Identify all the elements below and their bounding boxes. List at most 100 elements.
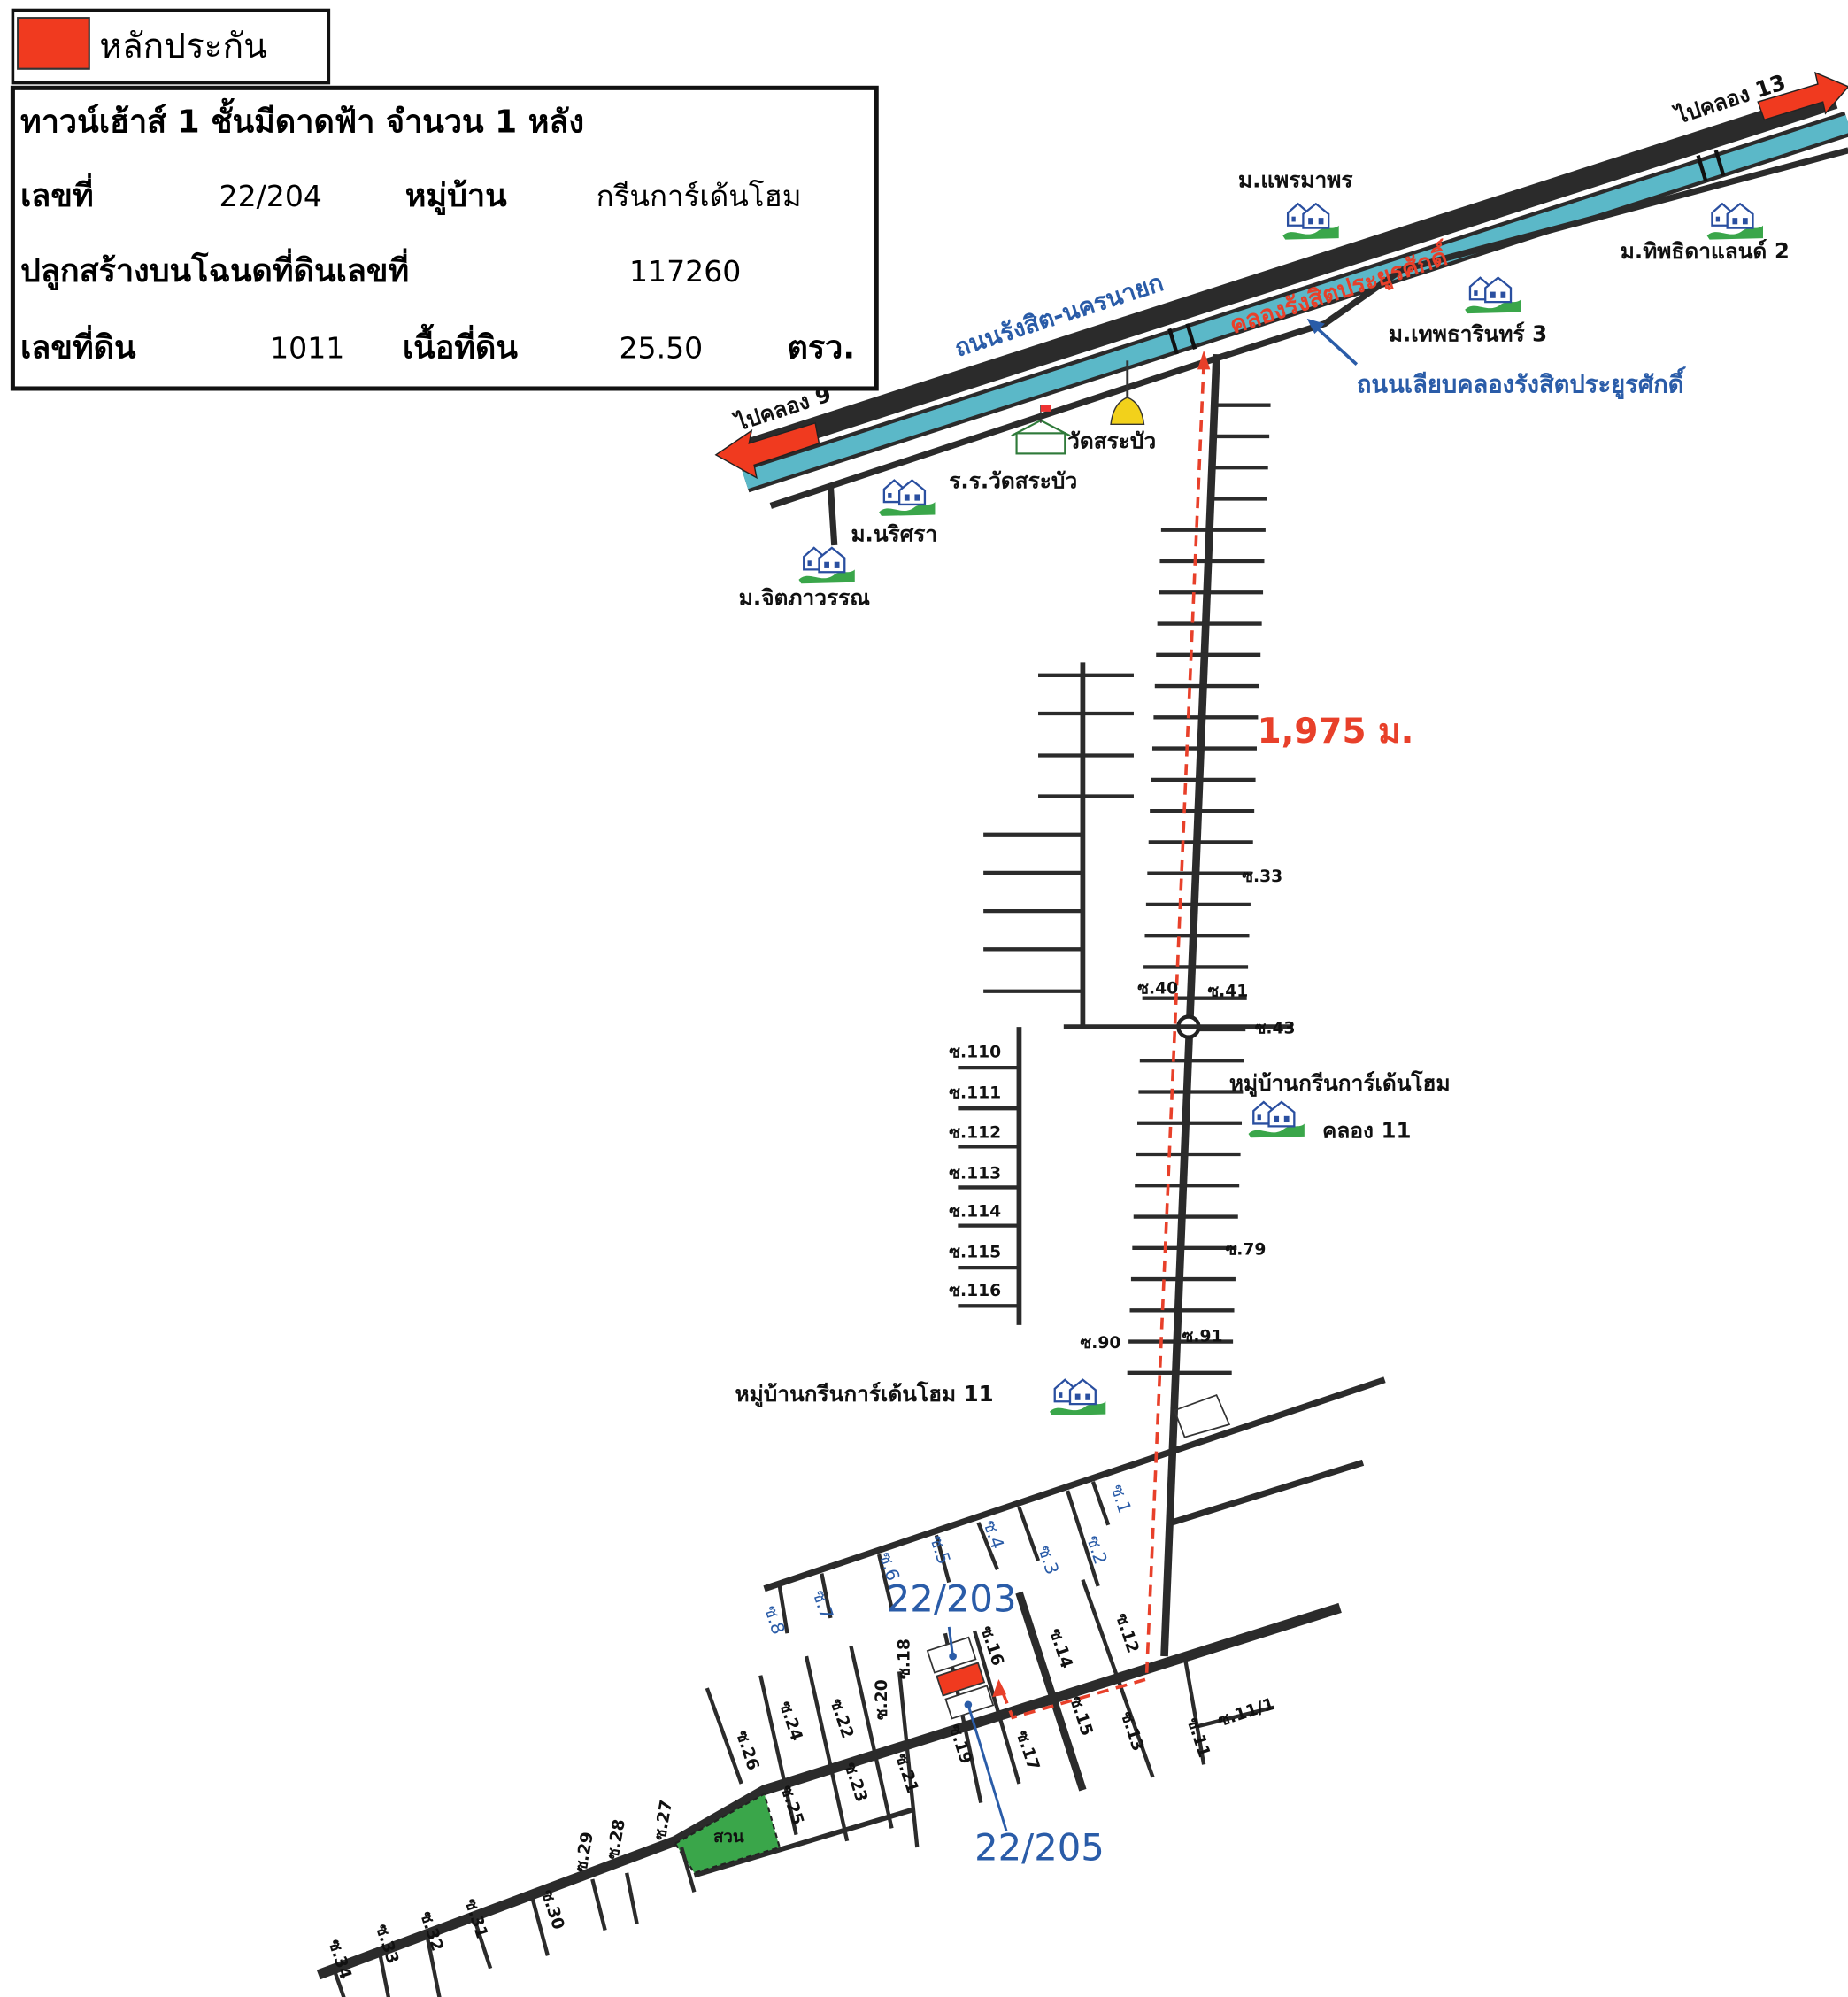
soi-street (472, 1916, 493, 1970)
deed-value: 117260 (629, 254, 741, 289)
soi-street (530, 1898, 550, 1956)
soi-label: ซ.11/1 (1216, 1695, 1277, 1731)
soi-street (1017, 1506, 1041, 1561)
soi-street (1015, 1591, 1087, 1792)
area-unit: ตรว. (787, 329, 855, 366)
soi-street (1197, 1705, 1274, 1729)
soi-street (934, 1534, 951, 1584)
soi-street (1090, 1481, 1111, 1526)
soi-label: ซ.43 (1255, 1019, 1296, 1037)
soi-street (425, 1933, 442, 1997)
temple-icon (1110, 360, 1145, 426)
soi-label: ซ.30 (537, 1887, 567, 1931)
village-label: หมู่บ้าน (405, 178, 507, 216)
soi-street (758, 1675, 798, 1836)
soi-street (777, 1585, 789, 1634)
soi-label: ซ.6 (874, 1549, 904, 1584)
collateral-swatch (17, 17, 90, 70)
soi-street (877, 1554, 894, 1608)
soi-label: ซ.1 (1106, 1482, 1136, 1516)
soi-label: ซ.22 (827, 1697, 857, 1741)
soi-street (590, 1878, 607, 1931)
soi-label: ซ.90 (1081, 1334, 1121, 1353)
soi-label: ซ.91 (1182, 1328, 1223, 1346)
legend-label: หลักประกัน (99, 27, 266, 66)
house-no-value: 22/204 (219, 179, 322, 213)
place-label: ร.ร.วัดสระบัว (949, 467, 1077, 493)
soi-street (976, 1522, 999, 1571)
place-label: ม.ทิพธิดาแลนด์ 2 (1621, 238, 1790, 264)
soi-label: ซ.113 (949, 1164, 1001, 1183)
soi-street (705, 1687, 743, 1785)
place-label: ม.นริศรา (851, 521, 937, 547)
village-icon (1464, 276, 1522, 315)
soi-street (849, 1646, 894, 1829)
soi-label: ซ.15 (1066, 1694, 1096, 1739)
soi-label: ซ.3 (1034, 1543, 1063, 1577)
soi-label: ซ.79 (1226, 1241, 1267, 1260)
soi-label: ซ.116 (949, 1282, 1001, 1300)
soi-street (377, 1951, 391, 1997)
arrow-to-klong13 (1757, 71, 1848, 121)
soi-label: ซ.20 (873, 1679, 891, 1720)
land-no-value: 1011 (270, 330, 344, 365)
soi-label: ซ.4 (979, 1517, 1008, 1552)
soi-label: ซ.5 (926, 1532, 955, 1567)
route-path (992, 350, 1211, 1720)
school-icon (1011, 405, 1071, 455)
place-label: วัดสระบัว (1067, 428, 1156, 454)
soi-street (625, 1872, 639, 1924)
property-info-box: ทาวน์เฮ้าส์ 1 ชั้นมีดาดฟ้า จำนวน 1 หลัง … (10, 85, 879, 391)
main-soi-road (958, 353, 1293, 1657)
village-icon (797, 546, 856, 585)
garden-label: สวน (713, 1828, 744, 1847)
soi-street (679, 1847, 697, 1893)
soi-label: ซ.14 (1045, 1626, 1075, 1670)
soi-label: ซ.41 (1207, 983, 1248, 1001)
land-no-label: เลขที่ดิน (20, 324, 136, 366)
soi-label: ซ.115 (949, 1244, 1001, 1262)
soi-street (1182, 1655, 1206, 1765)
soi-street (1081, 1579, 1155, 1778)
soi-street (820, 1573, 833, 1619)
deed-label: ปลูกสร้างบนโฉนดที่ดินเลขที่ (20, 248, 409, 291)
area-value: 25.50 (619, 330, 703, 365)
place-label: ม.แพรมาพร (1238, 167, 1353, 193)
village-icon (1706, 203, 1765, 241)
place-label: หมู่บ้านกรีนการ์เด้นโฮม 11 (735, 1381, 993, 1407)
soi-street (972, 1630, 1021, 1785)
place-label: คลอง 11 (1322, 1117, 1412, 1143)
place-label: ม.จิตภาวรรณ (739, 585, 870, 611)
collateral-plot (936, 1662, 986, 1697)
area-label: เนื้อที่ดิน (403, 323, 519, 366)
canal-frontage-road (769, 147, 1848, 509)
soi-label: ซ.40 (1137, 980, 1178, 998)
soi-street (804, 1655, 850, 1842)
village-icon (1247, 1100, 1305, 1139)
canal-road-pointer-icon (1306, 318, 1325, 335)
place-label: ม.เทพธารินทร์ 3 (1389, 321, 1547, 347)
route-arrow-icon (992, 1678, 1007, 1698)
canal-road-label: ถนนเลียบคลองรังสิตประยูรศักดิ์ (1357, 366, 1686, 399)
distance-label: 1,975 ม. (1258, 712, 1414, 752)
soi-label: ซ.27 (651, 1799, 677, 1842)
house-no-label: เลขที่ (20, 173, 94, 214)
village-icon (1048, 1378, 1107, 1417)
legend: หลักประกัน (11, 8, 331, 85)
route-arrow-icon (1197, 350, 1211, 370)
soi-label: ซ.25 (777, 1783, 807, 1827)
soi-label: ซ.31 (461, 1896, 491, 1940)
soi-label: ซ.21 (891, 1751, 921, 1795)
soi-label: ซ.23 (841, 1760, 871, 1804)
soi-label: ซ.24 (775, 1699, 805, 1743)
village-icon (877, 479, 936, 518)
soi-label: ซ.33 (1242, 867, 1282, 886)
arrow-to-klong9 (714, 421, 820, 480)
soi-label: ซ.2 (1082, 1532, 1112, 1567)
bottom-road-network (316, 1376, 1386, 1997)
neighbor-203-label: 22/203 (887, 1577, 1017, 1621)
soi-label: ซ.111 (949, 1084, 1001, 1103)
village-value: กรีนการ์เด้นโฮม (597, 179, 802, 213)
village-icon (1282, 203, 1340, 241)
